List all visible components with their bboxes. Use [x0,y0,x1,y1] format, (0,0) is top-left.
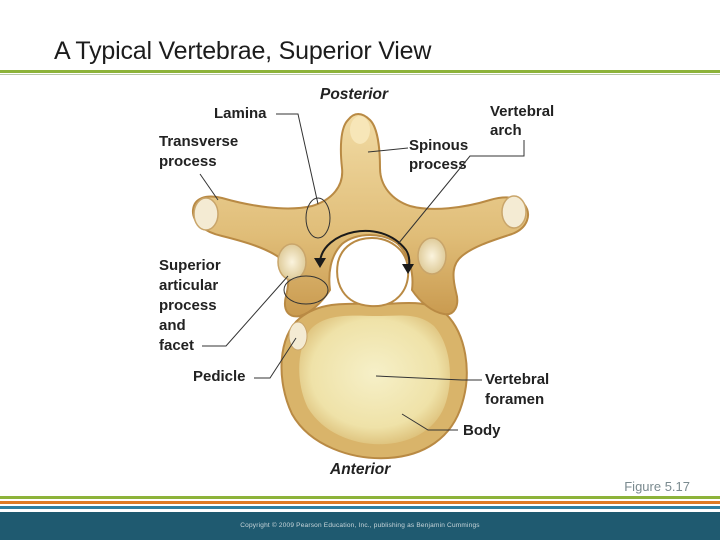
label-superior-articular-1: Superior [159,257,221,274]
title-rule-gray [0,74,720,75]
leader-transverse-process [199,173,219,201]
footer-rule-blue [0,506,720,509]
leader-superior-articular [202,275,289,347]
label-superior-articular-2: articular [159,277,219,294]
label-vertebral-arch-2: arch [490,122,522,139]
label-vertebral-arch-1: Vertebral [490,103,555,120]
label-lamina: Lamina [214,105,267,122]
lamina-circle [305,197,331,239]
label-pedicle: Pedicle [193,368,246,385]
label-posterior: Posterior [320,86,389,103]
label-spinous-process-2: process [409,156,467,173]
leader-vertebral-foramen [375,375,482,381]
left-pedicle-facet [288,321,308,351]
label-transverse-process-2: process [159,153,217,170]
spinous-process-tip [350,116,370,144]
footer-bar [0,512,720,540]
vertebral-arch-arrowhead-left [314,258,326,268]
right-transverse-tip [501,195,527,229]
label-superior-articular-3: process [159,297,217,314]
footer-rule-orange [0,501,720,504]
leader-spinous-process [367,147,409,153]
right-articular-facet [417,237,447,275]
label-vertebral-foramen-1: Vertebral [485,371,550,388]
vertebral-body-inner [299,315,450,445]
slide-title: A Typical Vertebrae, Superior View [54,37,432,65]
label-superior-articular-5: facet [159,337,195,354]
footer-rule-green [0,496,720,499]
leader-lamina [276,113,319,205]
title-rule-green [0,70,720,73]
pedicle-circle [283,275,329,305]
label-body: Body [463,422,501,439]
vertebral-arch-arrowhead-right [402,264,414,274]
vertebral-foramen [336,236,410,308]
label-superior-articular-4: and [159,317,186,334]
left-articular-facet [277,243,307,281]
copyright-notice: Copyright © 2009 Pearson Education, Inc.… [240,522,480,529]
figure-reference: Figure 5.17 [624,479,690,494]
left-transverse-tip [193,197,219,231]
label-anterior: Anterior [330,461,391,478]
label-transverse-process-1: Transverse [159,133,239,150]
leader-body [401,413,458,431]
label-spinous-process-1: Spinous [409,137,469,154]
label-vertebral-foramen-2: foramen [485,391,545,408]
leader-vertebral-arch [397,140,525,245]
leader-pedicle [254,337,297,379]
